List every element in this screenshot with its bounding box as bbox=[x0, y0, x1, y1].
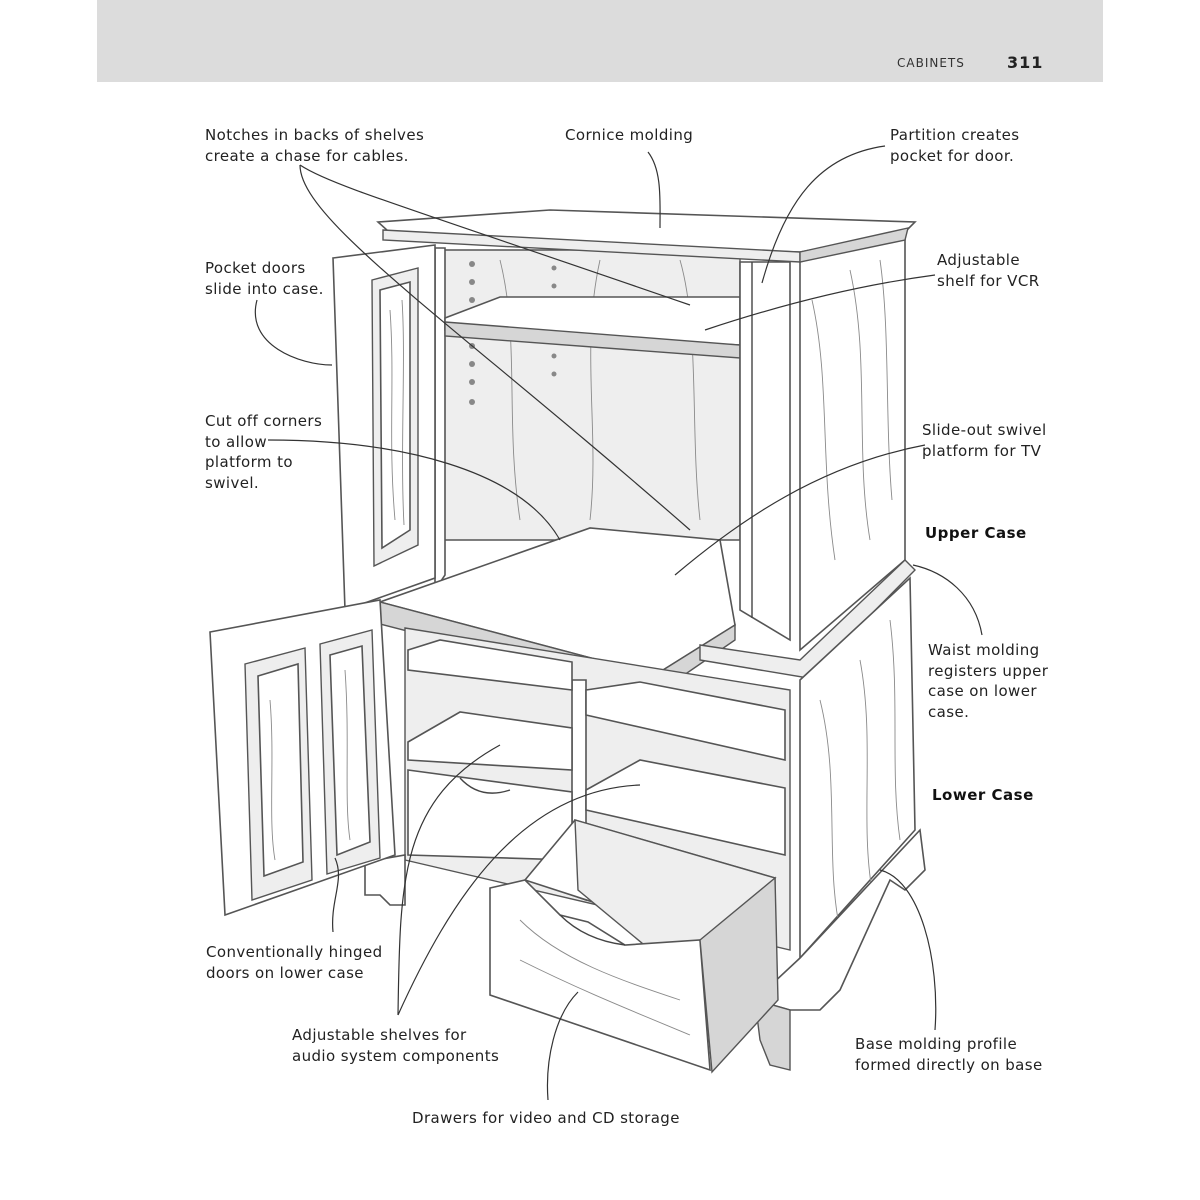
callout-cut-corners: Cut off corners to allow platform to swi… bbox=[205, 412, 323, 492]
callout-pocket-doors: Pocket doors slide into case. bbox=[205, 259, 324, 298]
lower-case-drawing bbox=[209, 576, 926, 1074]
callout-adjustable-vcr-shelf: Adjustable shelf for VCR bbox=[937, 251, 1040, 290]
callout-drawers: Drawers for video and CD storage bbox=[412, 1109, 680, 1127]
callout-partition: Partition creates pocket for door. bbox=[890, 126, 1020, 165]
callout-notches: Notches in backs of shelves create a cha… bbox=[205, 126, 425, 165]
page-number: 311 bbox=[1007, 53, 1044, 72]
running-head: CABINETS bbox=[897, 56, 965, 70]
callout-waist-molding: Waist molding registers upper case on lo… bbox=[928, 641, 1049, 721]
callout-cornice: Cornice molding bbox=[565, 126, 694, 144]
callout-audio-shelves: Adjustable shelves for audio system comp… bbox=[292, 1026, 500, 1065]
section-label-lower-case: Lower Case bbox=[932, 786, 1034, 804]
callout-swivel-platform: Slide-out swivel platform for TV bbox=[922, 421, 1047, 460]
upper-case-drawing bbox=[332, 209, 917, 697]
section-label-upper-case: Upper Case bbox=[925, 524, 1027, 542]
callout-hinged-doors: Conventionally hinged doors on lower cas… bbox=[206, 943, 383, 982]
callout-leaders bbox=[254, 145, 983, 1101]
callout-base-molding: Base molding profile formed directly on … bbox=[855, 1035, 1043, 1074]
page-header-band bbox=[97, 0, 1103, 82]
